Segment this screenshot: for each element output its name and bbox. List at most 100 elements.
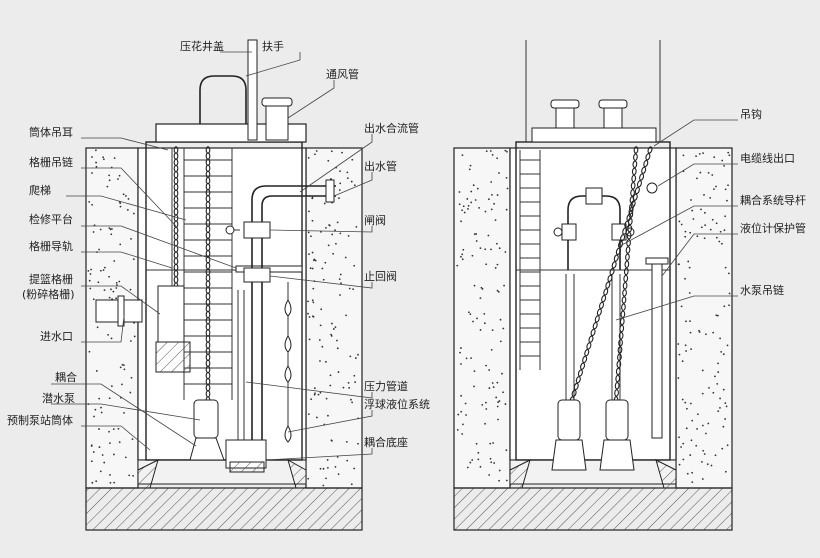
concrete-dot (714, 375, 716, 378)
concrete-dot (705, 333, 707, 336)
concrete-dot (107, 334, 110, 336)
concrete-dot (492, 386, 495, 389)
concrete-dot (724, 418, 727, 420)
concrete-dot (113, 260, 116, 262)
concrete-dot (719, 230, 722, 233)
concrete-dot (130, 340, 132, 342)
concrete-dot (129, 391, 132, 394)
concrete-dot (491, 382, 494, 384)
concrete-dot (473, 370, 476, 373)
pump-chain-link (633, 153, 638, 161)
pump-chain-link (633, 146, 639, 154)
concrete-dot (116, 284, 118, 286)
concrete-dot (489, 457, 492, 460)
label-maint-platform: 检修平台 (29, 212, 73, 226)
concrete-dot (696, 428, 698, 430)
concrete-dot (707, 172, 710, 174)
right-outlet-joint (585, 187, 603, 205)
concrete-dot (463, 211, 466, 214)
concrete-dot (691, 471, 694, 474)
concrete-dot (329, 384, 332, 387)
concrete-dot (485, 263, 488, 266)
concrete-dot (319, 360, 321, 362)
concrete-dot (498, 400, 501, 402)
left-concrete-wall-right (305, 147, 363, 489)
concrete-dot (317, 393, 320, 396)
concrete-dot (311, 251, 314, 254)
label-grille-chain: 格栅吊链 (29, 155, 73, 169)
concrete-dot (308, 338, 311, 341)
pump-chain-link (598, 301, 605, 310)
concrete-dot (110, 233, 113, 236)
pump-chain-link (588, 335, 594, 343)
pump-chain-link (622, 289, 627, 297)
concrete-dot (479, 465, 482, 468)
concrete-dot (95, 480, 98, 483)
concrete-dot (682, 154, 685, 157)
concrete-dot (498, 479, 500, 482)
concrete-dot (497, 401, 500, 403)
concrete-dot (677, 377, 680, 379)
concrete-dot (327, 244, 330, 247)
concrete-dot (112, 290, 115, 293)
concrete-dot (466, 198, 469, 200)
concrete-dot (504, 251, 507, 253)
concrete-dot (704, 224, 707, 227)
pump-chain-link (620, 234, 626, 242)
pump-chain-link (592, 322, 598, 330)
concrete-dot (98, 446, 101, 448)
concrete-dot (346, 459, 349, 462)
submersible-pump-body (193, 399, 219, 439)
right-bottom-fill (509, 459, 677, 485)
right-valve-1 (553, 227, 563, 237)
concrete-dot (720, 350, 723, 353)
label-sub-pump: 潜水泵 (42, 391, 75, 405)
concrete-dot (460, 220, 462, 223)
concrete-dot (466, 466, 469, 469)
concrete-dot (315, 150, 318, 152)
concrete-dot (338, 278, 341, 281)
concrete-dot (350, 180, 353, 183)
concrete-dot (458, 191, 461, 193)
concrete-dot (719, 337, 722, 340)
pump-chain-link (629, 203, 634, 211)
concrete-dot (339, 170, 341, 173)
label-hook: 吊钩 (740, 107, 762, 121)
concrete-dot (110, 337, 113, 340)
concrete-dot (307, 312, 309, 315)
concrete-dot (118, 280, 121, 283)
concrete-dot (728, 292, 731, 295)
concrete-dot (491, 193, 493, 196)
concrete-dot (682, 458, 685, 461)
concrete-dot (336, 347, 339, 350)
concrete-dot (132, 258, 135, 261)
concrete-dot (716, 382, 719, 385)
concrete-dot (125, 195, 127, 197)
concrete-dot (690, 199, 692, 201)
concrete-dot (471, 254, 474, 257)
pump-chain-link (619, 324, 625, 333)
concrete-dot (322, 484, 325, 487)
pump-chain-link (636, 180, 642, 188)
concrete-dot (339, 182, 342, 185)
concrete-dot (462, 423, 464, 426)
concrete-dot (108, 179, 111, 182)
concrete-dot (681, 398, 684, 401)
concrete-dot (353, 184, 356, 187)
concrete-dot (311, 219, 314, 222)
concrete-dot (467, 204, 470, 207)
concrete-dot (469, 313, 472, 316)
concrete-dot (717, 362, 719, 365)
concrete-dot (698, 152, 701, 155)
concrete-dot (113, 453, 115, 456)
concrete-dot (354, 357, 357, 359)
concrete-dot (678, 436, 680, 439)
concrete-dot (728, 272, 730, 275)
pump-chain-link (622, 227, 628, 235)
concrete-dot (724, 470, 727, 473)
concrete-dot (132, 212, 135, 215)
concrete-dot (467, 208, 469, 210)
concrete-dot (103, 289, 106, 292)
concrete-dot (484, 210, 487, 213)
